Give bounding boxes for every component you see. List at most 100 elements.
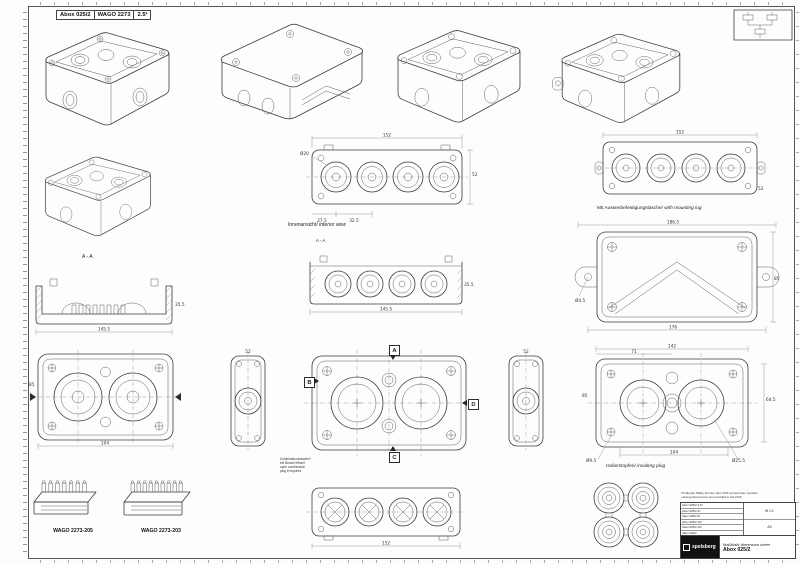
view-lid-top: 186.5 85 Ø4.5 176 [574, 220, 780, 335]
view-elevation-middle: 152 52 32.5 27.5 Ø20 [298, 130, 478, 225]
section-aa-label-middle: A - A [316, 238, 326, 243]
section-arrow-c [390, 446, 396, 451]
corner-screws [607, 242, 747, 312]
interior-view-label-de: Innenansicht/ [288, 222, 318, 228]
dim-bottom-width: 152 [382, 541, 390, 547]
dim-rplan-depth: 64.5 [766, 397, 776, 403]
section-marker-d: D [468, 399, 479, 410]
combination-plug-note: Kombinationsstopfen* bei Bedarf öffnen/ … [280, 457, 311, 473]
corner-screws [322, 366, 456, 440]
dim-interior-width: 145.5 [380, 307, 393, 313]
frame-ticks-top [40, 2, 784, 5]
view-side-left: 52 [222, 349, 274, 452]
wago-203-label: WAGO 2273-203 [141, 528, 181, 534]
dim-elev-width: 152 [383, 133, 391, 139]
corner-screws [47, 363, 164, 431]
frame-ticks-right [796, 12, 799, 553]
title-note-de: *Fehlende Maße können dem DXF entnommen … [681, 491, 758, 495]
note-line-1: Kombinationsstopfen* [280, 457, 312, 461]
view-section-aa-left: 145.5 35.5 [28, 266, 185, 338]
view-perspective-open-3 [380, 20, 538, 134]
insulating-plug-label-de: Isolierstopfen/ [606, 464, 636, 469]
scale-cell: M 1:1 [744, 503, 795, 520]
dim-rplan-hole1: Ø9.5 [586, 457, 596, 464]
wago-strip-205 [33, 480, 97, 515]
interior-view-label: Innenansicht/ interior view [288, 222, 346, 228]
view-side-right: 52 [500, 349, 552, 452]
title-note-en: missing dimensions are provided in the D… [681, 495, 742, 500]
view-wago-connectors [30, 470, 200, 526]
document-title: Maßblatt/ dimension sheet Abox 025/2 [719, 536, 795, 558]
view-perspective-lid [210, 12, 375, 124]
variant-list: Abox 025/2-2.5² Abox 025/2-4² Abox 025/2… [681, 503, 744, 535]
mounting-lug-label-en: with mounting lug [662, 206, 702, 211]
product-label-connector: WAGO 2273 [95, 11, 135, 19]
frame-ticks-left [23, 12, 27, 553]
knockouts [320, 497, 452, 527]
dim-front-width: 104 [101, 441, 109, 447]
insulating-plug-label: Isolierstopfen/ insulting plug [606, 464, 665, 469]
view-plan-right: 142 71 64.5 85 104 Ø9.5 Ø25.5 [580, 344, 780, 465]
dim-interior-height: 35.5 [464, 282, 474, 288]
variant-row: Abox 025/2 [682, 530, 697, 535]
dim-lid-pitch: 176 [669, 325, 677, 331]
section-marker-b-letter: B [307, 379, 312, 386]
doc-title-de: Maßblatt/ [723, 541, 740, 547]
dim-elev-pitch: 32.5 [349, 218, 359, 224]
mounting-lug-label: Mit Aussenbefestigungslasche/ with mount… [597, 206, 702, 211]
view-plan-middle [300, 342, 478, 464]
dim-lid-hole: Ø4.5 [575, 297, 585, 304]
terminal-comb [71, 304, 126, 315]
dim-rplan-hole2: Ø25.5 [732, 457, 745, 464]
view-front-left: 104 85 [28, 346, 183, 450]
section-marker-c-letter: C [392, 454, 397, 461]
hatch-walls [309, 268, 463, 299]
view-elevation-bottom: 152 [302, 476, 470, 550]
drawing-frame [28, 6, 795, 559]
dim-section-height: 35.5 [175, 302, 185, 308]
variant-row: Abox 025/2-4² [681, 509, 743, 514]
title-block: Abox 025/2-2.5² Abox 025/2-4² Abox 025/2… [680, 502, 796, 559]
title-block-notes: *Fehlende Maße können dem DXF entnommen … [681, 491, 758, 499]
variant-row: Abox 025/2-10² [681, 520, 743, 525]
dim-elev-height: 52 [472, 172, 478, 178]
product-label: Abox 025/2 WAGO 2273 2.5² [56, 10, 152, 20]
dim-elev-edge: 27.5 [317, 218, 327, 224]
wiring-symbols [742, 12, 778, 38]
wago-205-label: WAGO 2273-205 [53, 528, 93, 534]
dim-lid-depth: 85 [774, 276, 780, 282]
dim-front-height: 85 [29, 382, 35, 388]
dim-rplan-bottom: 104 [670, 450, 678, 456]
dim-rplan-left: 85 [582, 393, 588, 399]
frame-ticks-bottom [40, 560, 784, 563]
section-arrow-a [390, 355, 396, 360]
format-cell: A3 [767, 525, 772, 530]
view-perspective-open-lug [545, 24, 697, 134]
section-marker-a-letter: A [392, 347, 397, 354]
view-interior-section: 145.5 35.5 [302, 244, 474, 318]
section-arrow-b [314, 378, 319, 384]
wiring-diagram [733, 9, 793, 41]
view-insulating-plugs [585, 474, 670, 554]
dim-side2-width: 52 [523, 349, 529, 355]
wago-strip-203 [123, 480, 191, 516]
title-block-table: Abox 025/2-2.5² Abox 025/2-4² Abox 025/2… [681, 503, 795, 536]
insulating-plug-label-en: insulting plug [635, 464, 666, 469]
section-aa-label-left: A - A [82, 254, 93, 260]
section-marker-d-letter: D [471, 401, 476, 408]
brand-name: spelsberg [692, 544, 716, 550]
brand-logo-icon [683, 543, 690, 551]
product-label-name: Abox 025/2 [57, 11, 95, 19]
brand-logo: spelsberg [681, 536, 719, 558]
note-line-2: bei Bedarf öffnen/ [280, 461, 306, 465]
dim-rplan-width: 142 [668, 344, 676, 350]
hatch-walls [35, 285, 173, 321]
section-arrow-d [462, 400, 467, 406]
dim-relev-height: 52 [758, 186, 764, 192]
variant-row: Abox 025/2-2.5² [681, 503, 743, 509]
view-elevation-right: 152 52 [594, 130, 766, 204]
dim-rplan-center: 71 [631, 349, 637, 355]
dim-elev-knockout: Ø20 [300, 150, 309, 157]
dim-side-width: 52 [245, 349, 251, 355]
variant-row: Abox 025/2-6² [681, 514, 743, 520]
